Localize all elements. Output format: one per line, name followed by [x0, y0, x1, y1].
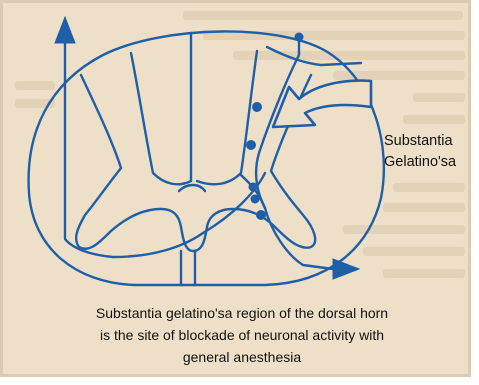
dorsal-column-right: [197, 51, 257, 184]
dorsal-root-fiber: [267, 47, 361, 65]
caption-line: is the site of blockade of neuronal acti…: [17, 324, 467, 346]
neuron-dot: [252, 102, 262, 112]
neuron-dot: [251, 195, 260, 204]
right-arrow-icon: [333, 259, 359, 279]
label-line: Substantia: [384, 131, 479, 152]
neuron-dot: [295, 33, 304, 42]
caption-line: general anesthesia: [17, 346, 467, 368]
figure-caption: Substantia gelatino'sa region of the dor…: [17, 302, 467, 368]
diagram-figure: Substantia Gelatino'sa Substantia gelati…: [0, 0, 471, 377]
neuron-dot: [246, 140, 256, 150]
central-canal: [179, 185, 205, 191]
substantia-gelatinosa-label: Substantia Gelatino'sa: [384, 131, 479, 173]
neuron-dot: [256, 210, 266, 220]
dorsal-column-left: [131, 53, 191, 184]
ventral-median-fissure: [181, 251, 195, 285]
up-arrow-icon: [55, 17, 75, 43]
label-line: Gelatino'sa: [384, 152, 479, 173]
spinal-cord-outline: [29, 31, 384, 285]
outgoing-fiber-path: [265, 208, 333, 269]
caption-line: Substantia gelatino'sa region of the dor…: [17, 302, 467, 324]
large-curved-arrow-icon: [273, 81, 371, 127]
neuron-dot: [249, 183, 258, 192]
